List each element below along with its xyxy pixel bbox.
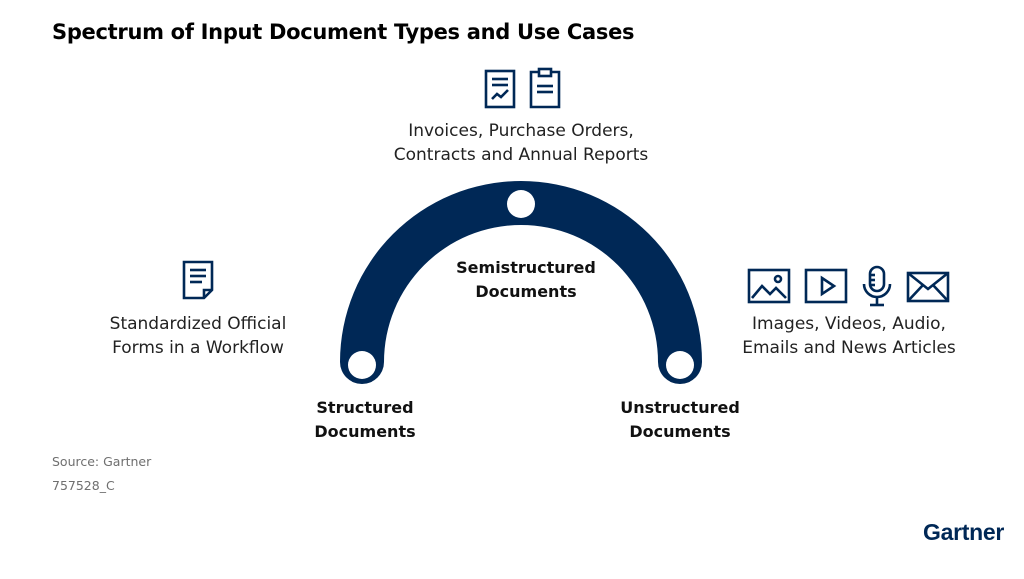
document-id: 757528_C [52, 478, 115, 493]
arch-band [340, 181, 702, 362]
node-marker-semistructured [507, 190, 535, 218]
video-play-icon [804, 268, 848, 304]
source-note: Source: Gartner [52, 454, 152, 469]
unstructured-label: Unstructured Documents [620, 398, 740, 441]
node-marker-unstructured [666, 351, 694, 379]
semistructured-label: Semistructured Documents [456, 258, 596, 301]
semistructured-description: Invoices, Purchase Orders, Contracts and… [393, 121, 649, 165]
node-marker-structured [348, 351, 376, 379]
unstructured-description: Images, Videos, Audio, Emails and News A… [742, 314, 956, 358]
page-title: Spectrum of Input Document Types and Use… [52, 20, 635, 44]
document-icon [181, 259, 215, 301]
envelope-icon [906, 271, 950, 303]
structured-description: Standardized Official Forms in a Workflo… [109, 314, 287, 358]
microphone-icon [860, 264, 894, 308]
image-icon [747, 268, 791, 304]
report-chart-icon [483, 68, 517, 110]
structured-label: Structured Documents [314, 398, 416, 441]
clipboard-icon [527, 66, 563, 110]
gartner-logo: Gartner [923, 519, 1004, 545]
